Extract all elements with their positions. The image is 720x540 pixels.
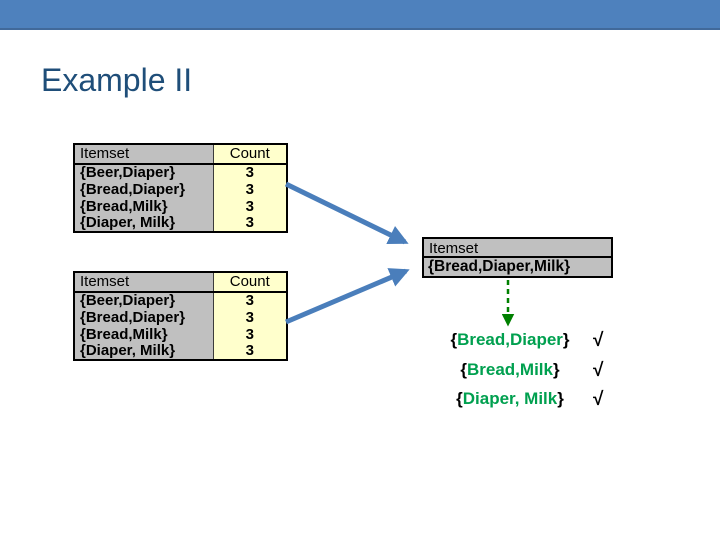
subset-check-row: {Bread,Milk} √	[430, 360, 615, 382]
itemset-column-header: Itemset	[74, 144, 213, 165]
candidate-itemset-value: {Bread,Diaper,Milk}	[428, 258, 571, 275]
subset-check-row: {Bread,Diaper} √	[430, 330, 615, 352]
subset-check-row: {Diaper, Milk} √	[430, 389, 615, 411]
count-column-header: Count	[212, 272, 287, 293]
itemset-cell: {Diaper, Milk}	[74, 215, 213, 232]
count-cell: 3	[212, 164, 287, 181]
table-header-row: Itemset Count	[74, 144, 287, 165]
checkmark-icon: √	[593, 360, 604, 381]
count-column-header: Count	[212, 144, 287, 165]
itemset-cell: {Beer,Diaper}	[74, 164, 213, 181]
count-cell: 3	[212, 343, 287, 360]
checkmark-icon: √	[593, 389, 604, 410]
itemset-cell: {Bread,Milk}	[74, 198, 213, 215]
itemset-cell: {Bread,Milk}	[74, 326, 213, 343]
itemset-cell: {Bread,Diaper}	[74, 309, 213, 326]
frequent-itemsets-table-1: Itemset Count {Beer,Diaper} 3 {Bread,Dia…	[73, 143, 288, 233]
top-banner	[0, 0, 720, 30]
count-cell: 3	[212, 326, 287, 343]
arrow-table1-to-candidate	[284, 181, 409, 245]
subset-itemset-label: {Diaper, Milk}	[456, 389, 564, 408]
candidate-itemset-box: Itemset {Bread,Diaper,Milk}	[422, 237, 613, 278]
table-row: {Bread,Diaper} 3	[74, 309, 287, 326]
subset-itemset-label: {Bread,Milk}	[460, 360, 560, 379]
count-cell: 3	[212, 198, 287, 215]
table-row: {Bread,Milk} 3	[74, 326, 287, 343]
itemset-cell: {Diaper, Milk}	[74, 343, 213, 360]
count-cell: 3	[212, 292, 287, 309]
itemset-cell: {Bread,Diaper}	[74, 181, 213, 198]
table-header-row: Itemset Count	[74, 272, 287, 293]
table-row: {Bread,Milk} 3	[74, 198, 287, 215]
frequent-itemsets-table-2: Itemset Count {Beer,Diaper} 3 {Bread,Dia…	[73, 271, 288, 361]
checkmark-icon: √	[593, 330, 604, 351]
table-row: {Diaper, Milk} 3	[74, 343, 287, 360]
count-cell: 3	[212, 215, 287, 232]
arrow-table2-to-candidate	[285, 268, 410, 325]
count-cell: 3	[212, 309, 287, 326]
slide-title: Example II	[41, 62, 193, 98]
table-row: {Bread,Diaper} 3	[74, 181, 287, 198]
itemset-cell: {Beer,Diaper}	[74, 292, 213, 309]
table-row: {Diaper, Milk} 3	[74, 215, 287, 232]
table-row: {Beer,Diaper} 3	[74, 164, 287, 181]
subset-itemset-label: {Bread,Diaper}	[450, 330, 570, 349]
count-cell: 3	[212, 181, 287, 198]
table-row: {Beer,Diaper} 3	[74, 292, 287, 309]
itemset-column-header: Itemset	[74, 272, 213, 293]
candidate-box-header: Itemset	[424, 239, 611, 258]
